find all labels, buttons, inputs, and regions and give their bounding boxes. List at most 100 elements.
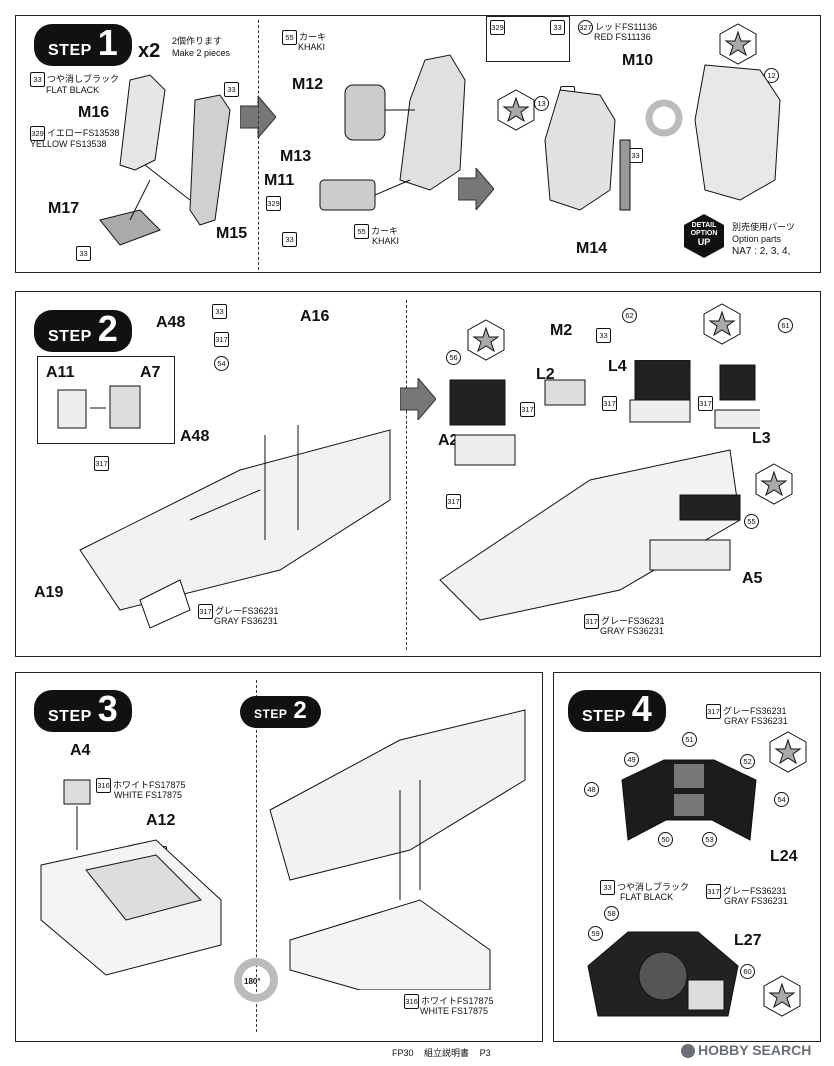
code-62: 62 bbox=[622, 308, 639, 323]
part-a5: A5 bbox=[742, 570, 763, 587]
paint-code-badge: 329 bbox=[266, 196, 281, 211]
part-m11: M11 bbox=[264, 172, 295, 189]
detail-line: DETAIL bbox=[691, 222, 717, 229]
decal-53: 53 bbox=[702, 832, 719, 847]
step1-seat-diagram bbox=[99, 74, 231, 246]
rotate-180-icon bbox=[234, 958, 278, 1002]
paint-code-badge: 329 bbox=[30, 126, 45, 141]
option-jp: 別売使用パーツ bbox=[732, 222, 795, 232]
paint-jp: グレーFS36231 bbox=[723, 885, 787, 896]
rotate-label: 180° bbox=[244, 977, 261, 986]
detail-text: DETAIL OPTION UP bbox=[686, 222, 722, 247]
step-word: STEP bbox=[48, 328, 92, 345]
step2-tub-detail-diagram bbox=[439, 360, 760, 621]
footer-page-number: P3 bbox=[479, 1048, 491, 1058]
code-33b: 33 bbox=[76, 246, 93, 261]
step3-assembly-diagram bbox=[269, 709, 526, 990]
detail-inset-box bbox=[486, 16, 570, 62]
part-m13: M13 bbox=[280, 148, 312, 165]
star-decal-icon bbox=[755, 463, 793, 505]
paint-jp: グレーFS36231 bbox=[723, 705, 787, 716]
paint-jp: グレーFS36231 bbox=[601, 615, 665, 626]
decal-52: 52 bbox=[740, 754, 757, 769]
code-317: 317 bbox=[214, 332, 231, 347]
black-en: FLAT BLACK bbox=[620, 892, 674, 902]
decal-51: 51 bbox=[682, 732, 699, 747]
a11-a7-diagram bbox=[57, 385, 141, 429]
step-word: STEP bbox=[254, 707, 288, 721]
code-54: 54 bbox=[214, 356, 231, 371]
star-decal-icon bbox=[763, 975, 801, 1017]
code-33c: 33 bbox=[282, 232, 299, 247]
x2-label: x2 bbox=[138, 40, 161, 62]
make-jp: 2個作ります bbox=[172, 36, 223, 46]
part-l4: L4 bbox=[608, 358, 627, 375]
decal-badge: 56 bbox=[446, 350, 461, 365]
part-a19: A19 bbox=[34, 584, 64, 601]
code-329b: 329 bbox=[490, 20, 507, 35]
paint-code-badge: 317 bbox=[706, 704, 721, 719]
footer-title: 組立説明書 bbox=[424, 1048, 470, 1058]
part-m17: M17 bbox=[48, 200, 80, 217]
code-12: 12 bbox=[764, 68, 781, 83]
paint-code-badge: 33 bbox=[212, 304, 227, 319]
paint-jp: レッドFS11136 bbox=[595, 21, 658, 32]
paint-code-badge: 316 bbox=[96, 778, 111, 793]
code-33a: 33 bbox=[224, 82, 241, 97]
decal-badge: 55 bbox=[744, 514, 759, 529]
decal-badge: 60 bbox=[740, 964, 755, 979]
step-number: 2 bbox=[97, 308, 118, 349]
khaki-en: KHAKI bbox=[298, 42, 326, 52]
part-m12: M12 bbox=[292, 76, 324, 93]
detail-line: UP bbox=[697, 237, 711, 247]
instrument-panel-l24 bbox=[621, 759, 757, 841]
footer-code: FP30 bbox=[392, 1048, 414, 1058]
step1-seat-assembly-diagram bbox=[319, 54, 466, 211]
paint-code-badge: 329 bbox=[490, 20, 505, 35]
part-a16: A16 bbox=[300, 308, 330, 325]
code-317b: 317 bbox=[94, 456, 111, 471]
step2-badge: STEP 2 bbox=[34, 310, 132, 352]
part-a11: A11 bbox=[46, 364, 75, 381]
decal-49: 49 bbox=[624, 752, 641, 767]
paint-code-badge: 316 bbox=[404, 994, 419, 1009]
paint-code-badge: 55 bbox=[354, 224, 369, 239]
paint-code-badge: 33 bbox=[600, 880, 615, 895]
star-decal-icon bbox=[467, 319, 505, 361]
paint-code-badge: 33 bbox=[596, 328, 611, 343]
divider bbox=[406, 300, 407, 650]
step-number: 1 bbox=[97, 22, 118, 63]
code-33b: 33 bbox=[596, 328, 613, 343]
paint-jp: つや消しブラック bbox=[617, 881, 690, 892]
paint-code-badge: 317 bbox=[602, 396, 617, 411]
decal-badge: 50 bbox=[658, 832, 673, 847]
step1-badge: STEP 1 bbox=[34, 24, 132, 66]
paint-jp: グレーFS36231 bbox=[215, 605, 279, 616]
paint-code-badge: 317 bbox=[698, 396, 713, 411]
step3-a12-diagram bbox=[40, 779, 222, 976]
code-317d: 317 bbox=[520, 402, 537, 417]
part-m16: M16 bbox=[78, 104, 110, 121]
code-317g: 317 bbox=[446, 494, 463, 509]
paint-jp: ホワイトFS17875 bbox=[421, 995, 494, 1006]
divider bbox=[256, 680, 257, 1032]
part-m15: M15 bbox=[216, 225, 248, 242]
paint-code-badge: 317 bbox=[94, 456, 109, 471]
code-56: 56 bbox=[446, 350, 463, 365]
decal-badge: 58 bbox=[604, 906, 619, 921]
hobbysearch-logo-icon bbox=[681, 1044, 695, 1058]
decal-58: 58 bbox=[604, 906, 621, 921]
paint-code-badge: 317 bbox=[214, 332, 229, 347]
gray-en: GRAY FS36231 bbox=[724, 716, 788, 726]
decal-59: 59 bbox=[588, 926, 605, 941]
paint-code-badge: 317 bbox=[446, 494, 461, 509]
step1-seat-finished-diagram bbox=[694, 64, 781, 201]
khaki2-en: KHAKI bbox=[372, 236, 400, 246]
step-word: STEP bbox=[48, 42, 92, 59]
